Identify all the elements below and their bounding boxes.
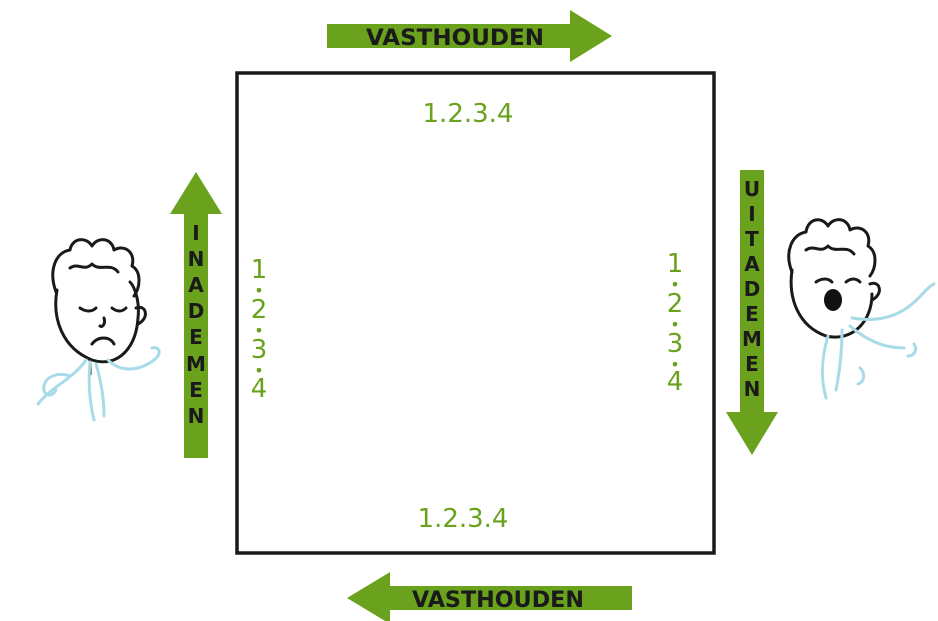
person-exhaling-icon [787, 218, 936, 400]
left-count: 1 • 2 • 3 • 4 [251, 255, 268, 404]
right-arrow: U I T A D E M E N [726, 170, 778, 455]
bottom-arrow: VASTHOUDEN [347, 572, 632, 621]
open-mouth [824, 289, 842, 311]
bottom-count: 1.2.3.4 [418, 504, 509, 534]
left-arrow-letter: E [189, 325, 203, 349]
right-arrow-letter: I [748, 202, 755, 226]
left-arrow-letter: N [188, 247, 205, 271]
right-arrow-letter: N [744, 377, 761, 401]
right-arrow-letter: T [745, 227, 759, 251]
top-count: 1.2.3.4 [423, 99, 514, 129]
top-arrow-label: VASTHOUDEN [366, 26, 544, 51]
right-count-dot: • [670, 355, 679, 374]
right-count-digit: 1 [667, 249, 684, 279]
right-count: 1 • 2 • 3 • 4 [667, 249, 684, 397]
right-count-dot: • [670, 315, 679, 334]
top-arrow: VASTHOUDEN [327, 10, 612, 62]
left-count-digit: 1 [251, 255, 268, 285]
left-count-digit: 2 [251, 295, 268, 325]
left-arrow-shape [170, 172, 222, 458]
right-count-digit: 2 [667, 289, 684, 319]
left-arrow-letter: M [186, 352, 206, 376]
left-count-dot: • [254, 281, 263, 300]
right-arrow-letter: D [744, 277, 761, 301]
right-count-dot: • [670, 275, 679, 294]
left-arrow-letter: I [192, 221, 199, 245]
left-count-dot: • [254, 321, 263, 340]
right-arrow-label: U I T A D E M E N [742, 177, 762, 401]
breathing-square [235, 71, 716, 555]
right-arrow-letter: U [744, 177, 760, 201]
right-count-digit: 4 [667, 367, 684, 397]
left-arrow-label: I N A D E M E N [186, 221, 206, 428]
right-arrow-letter: A [744, 252, 760, 276]
bottom-arrow-shape [347, 572, 632, 621]
top-arrow-shape [327, 10, 612, 62]
left-arrow-letter: A [188, 273, 204, 297]
left-arrow-letter: N [188, 404, 205, 428]
left-arrow-letter: D [188, 299, 205, 323]
right-arrow-letter: E [745, 302, 759, 326]
right-arrow-letter: M [742, 327, 762, 351]
left-count-dot: • [254, 361, 263, 380]
left-count-digit: 4 [251, 374, 268, 404]
left-count-digit: 3 [251, 335, 268, 365]
bottom-arrow-label: VASTHOUDEN [412, 588, 584, 613]
person-inhaling-icon [36, 238, 161, 422]
left-arrow: I N A D E M E N [170, 172, 222, 458]
right-arrow-letter: E [745, 352, 759, 376]
right-count-digit: 3 [667, 329, 684, 359]
right-arrow-shape [726, 170, 778, 455]
left-arrow-letter: E [189, 378, 203, 402]
